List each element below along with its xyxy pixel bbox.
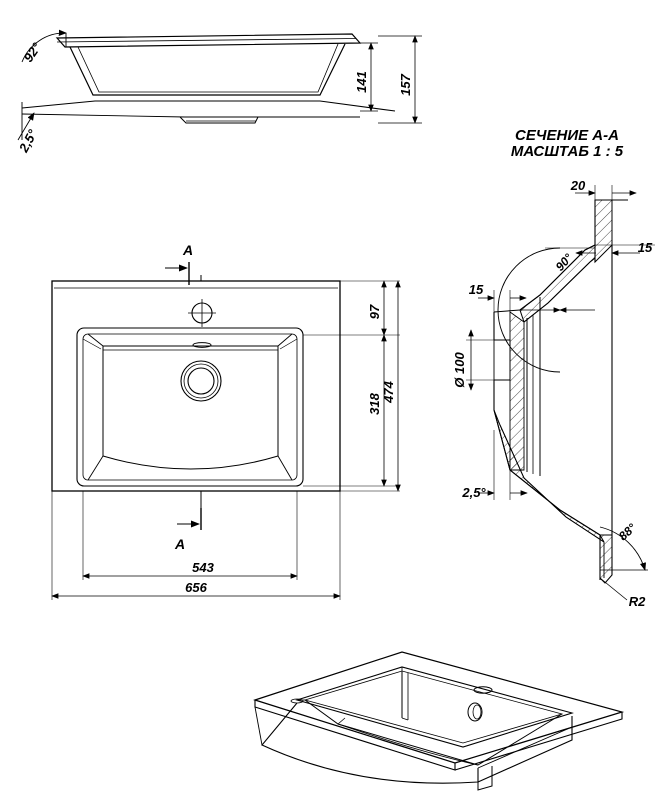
faucet-hole (188, 299, 216, 327)
dimension-141 (360, 42, 378, 112)
angle-2-5-section (478, 430, 528, 500)
angle-92-leader (21, 29, 67, 63)
radius-r2-leader (599, 577, 628, 601)
section-title-line1: СЕЧЕНИЕ А-А (515, 127, 619, 144)
label-dimension-318: 318 (367, 392, 382, 414)
section-aa-view (466, 185, 655, 601)
label-dimension-157: 157 (398, 73, 413, 95)
label-dimension-15-right: 15 (638, 240, 653, 255)
label-dimension-141: 141 (354, 71, 369, 93)
label-dimension-656: 656 (185, 580, 207, 595)
label-dimension-97: 97 (367, 304, 382, 319)
label-section-mark-top: A (182, 242, 193, 258)
label-angle-2-5-section: 2,5° (461, 485, 486, 500)
dimension-20 (575, 185, 637, 205)
section-title-line2: МАСШТАБ 1 : 5 (511, 143, 624, 160)
dimension-15-right (575, 244, 655, 256)
angle-90-leader (497, 247, 595, 373)
dimension-157 (378, 35, 422, 124)
label-angle-2-5-side: 2,5° (15, 126, 40, 155)
dimension-diameter-100 (466, 329, 510, 391)
label-dimension-15-left: 15 (469, 282, 484, 297)
label-angle-88: 88° (616, 521, 639, 544)
label-dimension-20: 20 (570, 178, 586, 193)
section-mark-top (165, 262, 190, 285)
isometric-view (253, 651, 625, 791)
label-radius-r2: R2 (629, 594, 646, 609)
label-section-mark-bottom: A (174, 536, 185, 552)
plan-view (51, 262, 401, 600)
side-elevation-view (17, 29, 422, 141)
label-dimension-diameter-100: Ø 100 (452, 352, 467, 388)
label-dimension-474: 474 (381, 380, 396, 403)
label-angle-92: 92° (21, 39, 45, 64)
label-dimension-543: 543 (192, 560, 214, 575)
overflow-slot (192, 342, 212, 348)
angle-2-5-leader (17, 102, 35, 141)
dimension-15-left (478, 290, 527, 312)
section-mark-bottom (177, 508, 202, 530)
angle-88-leader (599, 526, 648, 571)
drain-hole (180, 360, 222, 402)
